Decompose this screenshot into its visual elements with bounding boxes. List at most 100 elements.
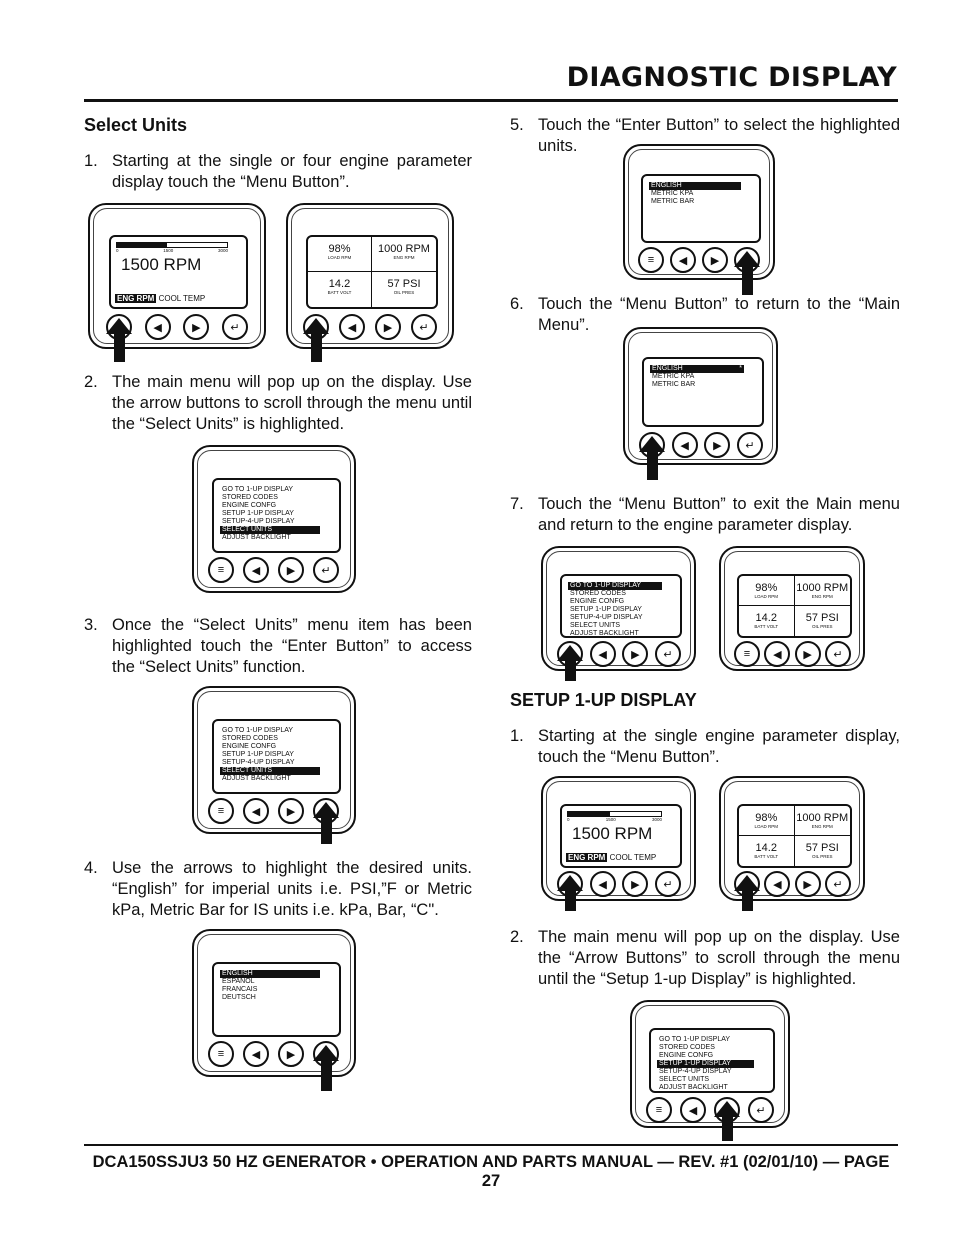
step-number: 6. [510, 295, 524, 313]
menu-button[interactable]: ≡ [208, 1041, 234, 1067]
left-arrow-button[interactable]: ◀ [764, 871, 791, 897]
enter-button[interactable]: ↵ [313, 557, 339, 583]
left-arrow-button[interactable]: ◀ [339, 314, 365, 340]
enter-button[interactable]: ↵ [824, 641, 851, 667]
left-arrow-button[interactable]: ◀ [144, 314, 171, 340]
menu-item: SETUP 1-UP DISPLAY [222, 510, 294, 517]
pointer-arrow [733, 251, 760, 295]
right-arrow-button[interactable]: ▶ [622, 641, 649, 667]
pointer-arrow [713, 1101, 740, 1141]
left-arrow-button[interactable]: ◀ [243, 557, 269, 583]
step-number: 4. [84, 859, 98, 877]
parameter-label: ENG RPM [811, 824, 833, 829]
menu-item: METRIC KPA [652, 373, 695, 380]
menu-button[interactable]: ≡ [208, 557, 234, 583]
left-arrow-button[interactable]: ◀ [589, 641, 616, 667]
right-arrow-button[interactable]: ▶ [278, 1041, 304, 1067]
cool-temp-label: COOL TEMP [607, 853, 657, 862]
left-arrow-button[interactable]: ◀ [589, 871, 616, 897]
menu-item: ENGINE CONFG [570, 598, 625, 605]
rpm-readout: 1500 RPM [121, 255, 202, 274]
step-1: 1. Starting at the single or four engine… [84, 151, 472, 193]
parameter-value: 57 PSI [805, 842, 839, 854]
right-arrow-button[interactable]: ▶ [794, 641, 821, 667]
menu-button[interactable]: ≡ [734, 641, 760, 667]
menu-button[interactable]: ≡ [208, 798, 234, 824]
tick-label: 0 [116, 248, 119, 253]
step-text: Touch the “Menu Button” to return to the… [538, 295, 900, 334]
menu-item: SETUP-4-UP DISPLAY [659, 1068, 732, 1075]
menu-button[interactable]: ≡ [646, 1097, 672, 1123]
step-2: 2. The main menu will pop up on the disp… [84, 372, 472, 435]
menu-item: STORED CODES [222, 494, 278, 501]
parameter-label: OIL PRES [393, 290, 415, 295]
parameter-value: 57 PSI [805, 612, 839, 624]
menu-item: GO TO 1-UP DISPLAY [222, 486, 294, 493]
left-arrow-button[interactable]: ◀ [243, 798, 269, 824]
rpm-readout: 1500 RPM [572, 824, 653, 843]
right-arrow-button[interactable]: ▶ [622, 871, 649, 897]
enter-button[interactable]: ↵ [221, 314, 248, 340]
step-number: 1. [510, 727, 524, 745]
left-arrow-button[interactable]: ◀ [671, 432, 698, 458]
step-text: The main menu will pop up on the display… [538, 928, 900, 988]
tick-label: 3000 [651, 817, 662, 822]
section-heading-select-units: Select Units [84, 115, 188, 135]
right-arrow-button[interactable]: ▶ [278, 798, 304, 824]
pointer-arrow [556, 875, 583, 911]
menu-item: ESPANOL [222, 978, 255, 985]
left-arrow-button[interactable]: ◀ [670, 247, 696, 273]
step-number: 1. [84, 152, 98, 170]
enter-button[interactable]: ↵ [748, 1097, 774, 1123]
parameter-label: LOAD RPM [754, 824, 778, 829]
right-arrow-button[interactable]: ▶ [183, 314, 210, 340]
tick-label: 1500 [605, 817, 616, 822]
enter-button[interactable]: ↵ [411, 314, 437, 340]
pointer-arrow [638, 436, 665, 480]
enter-button[interactable]: ↵ [654, 871, 681, 897]
left-arrow-button[interactable]: ◀ [764, 641, 791, 667]
right-arrow-button[interactable]: ▶ [704, 432, 731, 458]
pointer-arrow [302, 318, 329, 362]
left-arrow-button[interactable]: ◀ [243, 1041, 269, 1067]
enter-button[interactable]: ↵ [654, 641, 681, 667]
parameter-value: 14.2 [328, 278, 351, 290]
right-arrow-button[interactable]: ▶ [278, 557, 304, 583]
readout-label: ENG RPM COOL TEMP [115, 294, 205, 303]
step-number: 2. [84, 373, 98, 391]
right-arrow-button[interactable]: ▶ [702, 247, 728, 273]
menu-item: ENGLISH [649, 182, 741, 190]
parameter-cell: 98%LOAD RPM [308, 237, 372, 272]
left-arrow-button[interactable]: ◀ [680, 1097, 706, 1123]
step-text: Once the “Select Units” menu item has be… [112, 616, 472, 676]
display-bezel-inner [628, 149, 770, 275]
menu-button[interactable]: ≡ [638, 247, 664, 273]
step-3: 3. Once the “Select Units” menu item has… [84, 615, 472, 678]
star-marker: * [739, 365, 742, 372]
enter-button[interactable]: ↵ [736, 432, 763, 458]
parameter-label: LOAD RPM [327, 255, 352, 260]
right-arrow-button[interactable]: ▶ [794, 871, 821, 897]
pointer-arrow [556, 645, 583, 681]
right-arrow-button[interactable]: ▶ [375, 314, 401, 340]
pointer-arrow [312, 1045, 339, 1091]
menu-item: ENGINE CONFG [222, 743, 277, 750]
menu-item: ENGLISH [220, 970, 320, 978]
enter-button[interactable]: ↵ [824, 871, 851, 897]
menu-item: SETUP-4-UP DISPLAY [222, 518, 295, 525]
